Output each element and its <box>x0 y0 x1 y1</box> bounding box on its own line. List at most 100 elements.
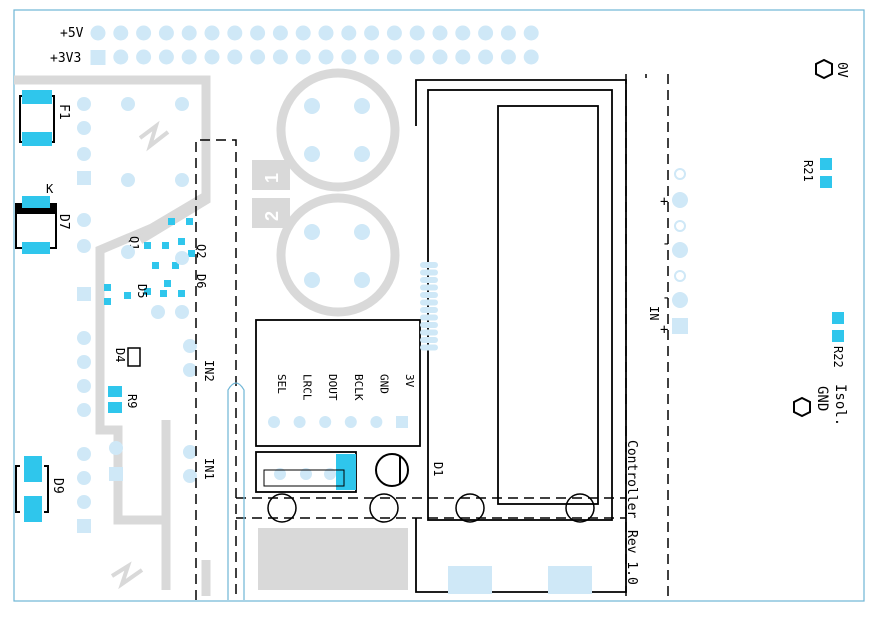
thru-hole-pad <box>183 339 197 353</box>
wire-loop <box>267 493 297 523</box>
terminal-pad <box>354 224 370 240</box>
jp1-inner <box>263 469 345 487</box>
thru-hole-pad <box>121 173 135 187</box>
input-in-label: IN <box>647 306 661 320</box>
header-pad <box>500 49 516 65</box>
diode-d9: D9 <box>15 456 65 522</box>
terminal-pad <box>304 98 320 114</box>
input-pad <box>672 242 688 258</box>
pad-1-bg <box>252 160 290 190</box>
header-pad <box>272 49 288 65</box>
r22-pad-a <box>832 312 844 324</box>
copper-pour-block <box>258 528 408 590</box>
strip-pad <box>420 329 438 336</box>
isol-label: Isol. <box>832 384 848 426</box>
header-pad <box>295 49 311 65</box>
d4-body <box>127 347 141 367</box>
input-small-pad <box>674 270 686 282</box>
zero-v-pad <box>815 58 833 80</box>
strip-pad <box>420 322 438 328</box>
thru-hole-pad-square <box>109 467 123 481</box>
i2s-pin-pad <box>396 416 408 428</box>
i2s-pin-label: SEL <box>275 374 288 394</box>
i2s-pin-label: GND <box>377 374 390 394</box>
i2s-pin-pad <box>370 416 383 428</box>
i2s-pin-pads <box>268 416 408 480</box>
gnd-pad <box>793 396 811 418</box>
input-pad <box>672 292 688 308</box>
i2s-pin-label: BCLK <box>352 374 365 401</box>
header-pad <box>318 49 334 65</box>
in1-label: IN1 <box>202 458 216 480</box>
pad-2-bg <box>252 198 290 228</box>
strip-pad <box>420 277 438 283</box>
header-3v3-label: +3V3 <box>50 51 81 66</box>
header-pad <box>113 25 129 41</box>
i2s-pin-label: LRCL <box>301 374 314 401</box>
header-pad <box>341 25 357 41</box>
terminal-pad <box>354 98 370 114</box>
board-outline <box>13 9 865 602</box>
header-pad <box>227 49 243 65</box>
header-pad <box>386 25 402 41</box>
header-pad <box>158 49 174 65</box>
strip-pad <box>420 337 438 343</box>
diode-d1 <box>375 453 409 487</box>
thru-hole-pad <box>175 97 189 111</box>
terminal-pad <box>354 272 370 288</box>
header-pad <box>455 25 471 41</box>
input-minus-mid: - <box>662 290 670 306</box>
thru-hole-pad <box>175 305 189 319</box>
rev-label: Rev 1.0 <box>624 530 639 585</box>
i2s-pin-pad <box>293 416 306 428</box>
thru-hole-pad <box>77 379 91 393</box>
i2s-pin-label: 3V <box>403 374 416 388</box>
i2s-pin-pad <box>268 416 280 428</box>
header-pad <box>364 49 380 65</box>
thru-hole-pad <box>121 97 135 111</box>
module-pad-a <box>448 566 492 594</box>
thru-hole-pad <box>77 495 91 509</box>
i2s-pin-pad <box>319 416 332 428</box>
header-pad <box>318 25 334 41</box>
controller-module-outline <box>415 79 627 593</box>
input-plus-bottom: + <box>660 322 668 338</box>
terminal-pad <box>304 224 320 240</box>
header-pad <box>500 25 516 41</box>
header-pad <box>523 25 539 41</box>
strip-pad <box>420 314 438 321</box>
thru-hole-pad <box>77 355 91 369</box>
input-minus-top: - <box>662 236 670 252</box>
wire-loop <box>565 493 595 523</box>
r9-label: R9 <box>125 394 139 408</box>
terminal-pad <box>304 272 320 288</box>
thru-hole-pad <box>151 305 165 319</box>
wire-loop <box>369 493 399 523</box>
i2s-pin-label: DOUT <box>326 374 339 401</box>
header-pad <box>181 49 197 65</box>
header-pad <box>432 25 448 41</box>
thru-hole-pad <box>77 447 91 461</box>
strip-pad <box>420 262 438 268</box>
left-thru-hole-pads <box>77 97 370 533</box>
q1-q2-d5-d6-pads <box>104 218 195 305</box>
r21-pad-b <box>820 176 832 188</box>
thru-hole-pad <box>77 471 91 485</box>
i2s-pin-pad <box>344 416 357 428</box>
thru-hole-pad-square <box>77 171 91 185</box>
thru-hole-pad <box>175 251 189 265</box>
strip-pad <box>420 269 438 276</box>
thru-hole-pad <box>183 363 197 377</box>
i2s-pin-labels: SEL LRCL DOUT BCLK GND 3V <box>275 374 416 401</box>
lightning-marks <box>110 120 170 590</box>
controller-label: Controller <box>624 440 639 518</box>
d5-label: D5 <box>135 284 149 298</box>
input-plus-top: + <box>660 194 668 210</box>
in2-label: IN2 <box>202 360 216 382</box>
header-pad <box>364 25 380 41</box>
thru-hole-pad <box>121 245 135 259</box>
thru-hole-pad-square <box>77 519 91 533</box>
thru-hole-pad-square <box>77 287 91 301</box>
header-pad <box>478 49 494 65</box>
input-connector <box>672 168 688 334</box>
